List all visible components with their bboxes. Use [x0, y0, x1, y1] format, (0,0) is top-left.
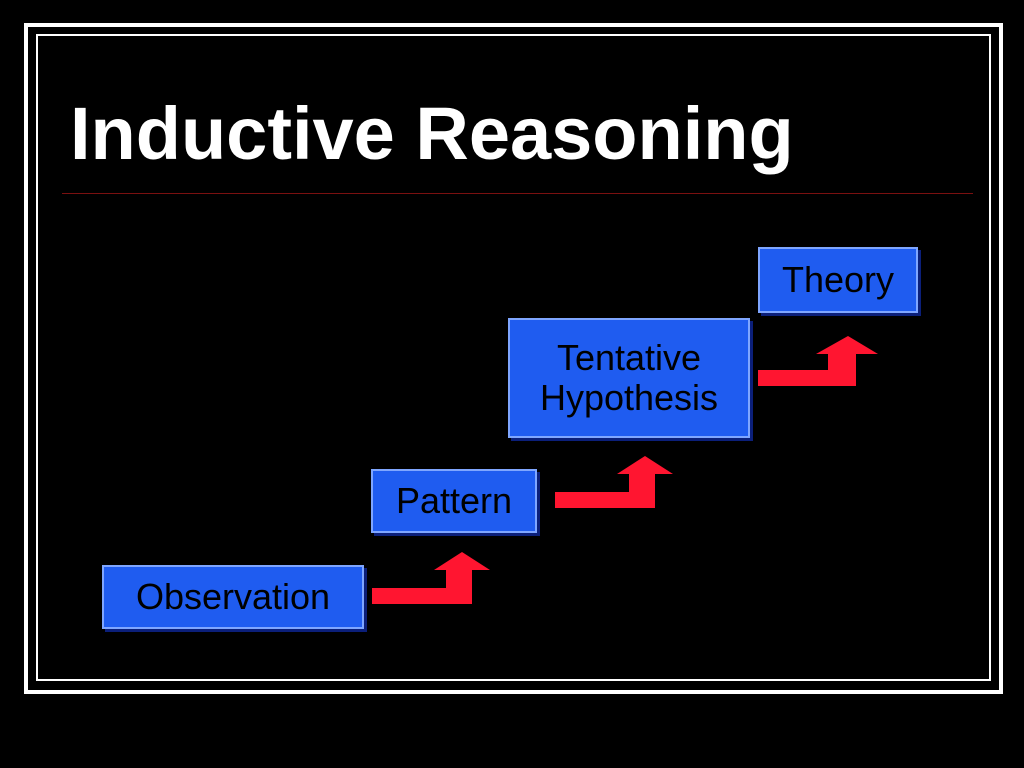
slide-title: Inductive Reasoning [70, 92, 794, 175]
slide-frame-outer [24, 23, 1003, 694]
step-tentative-hypothesis: Tentative Hypothesis [508, 318, 750, 438]
arrow-right-up-icon [758, 336, 878, 386]
arrow-right-up-icon [372, 552, 490, 604]
arrow-right-up-icon [555, 456, 673, 508]
step-theory: Theory [758, 247, 918, 313]
step-observation: Observation [102, 565, 364, 629]
title-divider [62, 193, 973, 194]
step-pattern: Pattern [371, 469, 537, 533]
slide-frame-inner [36, 34, 991, 681]
